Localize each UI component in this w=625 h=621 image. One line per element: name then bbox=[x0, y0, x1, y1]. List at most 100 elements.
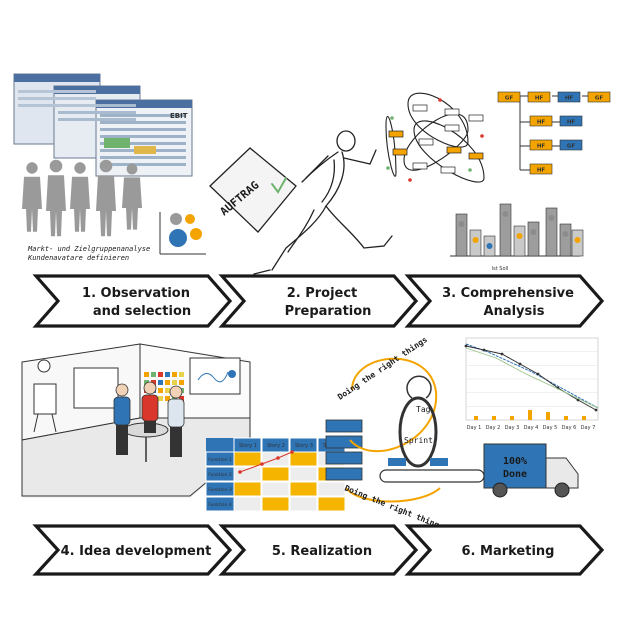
process-node bbox=[444, 108, 460, 116]
tag-label: Tag bbox=[416, 405, 431, 414]
screen-label: EBIT bbox=[170, 112, 188, 120]
step-chevron-5: 5. Realization bbox=[218, 524, 419, 576]
step-4-title: 4. Idea development bbox=[61, 544, 212, 559]
svg-text:HF: HF bbox=[537, 144, 546, 150]
process-node bbox=[388, 130, 404, 138]
process-node bbox=[468, 114, 484, 122]
svg-text:Funktion 1: Funktion 1 bbox=[208, 457, 232, 463]
process-node bbox=[392, 148, 408, 156]
burndown-day-label: Day 5 bbox=[543, 425, 558, 431]
comparison-bar bbox=[455, 213, 468, 257]
org-node bbox=[497, 91, 521, 103]
scene-observation: EBIT Markt- und Zielgruppenanalyse Kunde… bbox=[13, 73, 206, 262]
step-1-title: 1. Observation bbox=[82, 286, 190, 301]
burndown-bar bbox=[510, 416, 514, 420]
steps-row-1: 1. Observation and selection 2. ProjectPre… bbox=[32, 274, 605, 328]
conveyor-belt bbox=[379, 469, 485, 483]
step-chevron-6: 6. Marketing bbox=[404, 524, 605, 576]
org-node bbox=[527, 91, 551, 103]
step-1-subtitle: and selection bbox=[93, 304, 191, 319]
org-node bbox=[587, 91, 611, 103]
step-3-subtitle: Analysis bbox=[484, 304, 545, 319]
org-node bbox=[529, 163, 553, 175]
comparison-bar bbox=[545, 207, 558, 257]
flipchart bbox=[33, 383, 57, 415]
org-node bbox=[559, 115, 583, 127]
person-silhouette bbox=[26, 162, 38, 174]
comparison-bar-chart bbox=[450, 203, 584, 257]
backlog-item bbox=[325, 467, 363, 481]
step-6-title: 6. Marketing bbox=[462, 544, 555, 559]
svg-text:GF: GF bbox=[567, 144, 576, 150]
process-map bbox=[385, 92, 485, 183]
burndown-day-label: Day 1 bbox=[467, 425, 482, 431]
svg-text:HF: HF bbox=[537, 168, 546, 174]
team-around-table bbox=[113, 381, 185, 462]
burndown-bar bbox=[492, 416, 496, 420]
sprint-label: Sprint bbox=[404, 436, 433, 445]
step-5-title: 5. Realization bbox=[272, 544, 372, 559]
person-silhouette bbox=[49, 159, 63, 173]
svg-text:GF: GF bbox=[505, 96, 514, 102]
people-silhouettes bbox=[22, 159, 142, 237]
comparison-legend: Ist Soll bbox=[492, 266, 509, 272]
burndown-bar bbox=[528, 410, 532, 420]
person-silhouette bbox=[99, 159, 113, 173]
comparison-bar bbox=[527, 221, 540, 257]
process-node bbox=[444, 124, 460, 132]
loop-text-bottom: Doing the right things bbox=[343, 483, 445, 532]
person-silhouette bbox=[74, 162, 86, 174]
backlog-item bbox=[325, 435, 363, 449]
burndown-day-label: Day 6 bbox=[562, 425, 577, 431]
step-3-title: 3. Comprehensive bbox=[442, 286, 574, 301]
scene-project-preparation: AUFTRAG bbox=[209, 130, 393, 275]
scene-idea-development bbox=[21, 343, 251, 498]
bubble-chart bbox=[159, 212, 206, 255]
org-node bbox=[557, 91, 581, 103]
step-2-title: 2. Project bbox=[287, 286, 358, 301]
step-2-subtitle: Preparation bbox=[285, 304, 372, 319]
burndown-bar bbox=[564, 416, 568, 420]
backlog-item bbox=[325, 419, 363, 433]
step-chevron-1: 1. Observation and selection bbox=[32, 274, 233, 328]
svg-text:Story 1: Story 1 bbox=[239, 443, 257, 449]
process-node bbox=[412, 104, 428, 112]
svg-text:Funktion 3: Funktion 3 bbox=[208, 487, 232, 493]
process-node bbox=[440, 166, 456, 174]
org-node bbox=[529, 115, 553, 127]
delivery-truck: 100% Done bbox=[483, 443, 579, 498]
org-node bbox=[559, 139, 583, 151]
burndown-bar bbox=[546, 412, 550, 420]
comparison-bar bbox=[499, 203, 512, 257]
svg-text:HF: HF bbox=[535, 96, 544, 102]
loop-text-top: Doing the right things bbox=[336, 334, 430, 402]
svg-text:Story 3: Story 3 bbox=[295, 443, 313, 449]
svg-text:Funktion 4: Funktion 4 bbox=[208, 502, 232, 508]
process-node bbox=[412, 162, 428, 170]
comparison-bar bbox=[513, 225, 526, 257]
truck-label-done: Done bbox=[503, 469, 527, 480]
steps-row-2: 4. Idea development 5. Realization 6. Mark… bbox=[32, 524, 605, 576]
svg-text:Funktion 2: Funktion 2 bbox=[208, 472, 232, 478]
backlog-stack bbox=[325, 419, 363, 481]
svg-text:HF: HF bbox=[567, 120, 576, 126]
wall-clock-icon bbox=[37, 359, 51, 373]
process-node bbox=[446, 146, 462, 154]
caption-customer-avatars: Kundenavatare definieren bbox=[27, 254, 129, 262]
dashboard-screens bbox=[13, 73, 193, 177]
truck-label-percent: 100% bbox=[503, 456, 527, 467]
svg-text:HF: HF bbox=[565, 96, 574, 102]
burndown-day-label: Day 4 bbox=[524, 425, 539, 431]
burndown-day-label: Day 3 bbox=[505, 425, 520, 431]
svg-text:HF: HF bbox=[537, 120, 546, 126]
svg-text:Story 2: Story 2 bbox=[267, 443, 285, 449]
svg-text:GF: GF bbox=[595, 96, 604, 102]
burndown-bar bbox=[474, 416, 478, 420]
running-man bbox=[253, 130, 393, 275]
process-node bbox=[468, 152, 484, 160]
person-silhouette bbox=[126, 163, 138, 175]
